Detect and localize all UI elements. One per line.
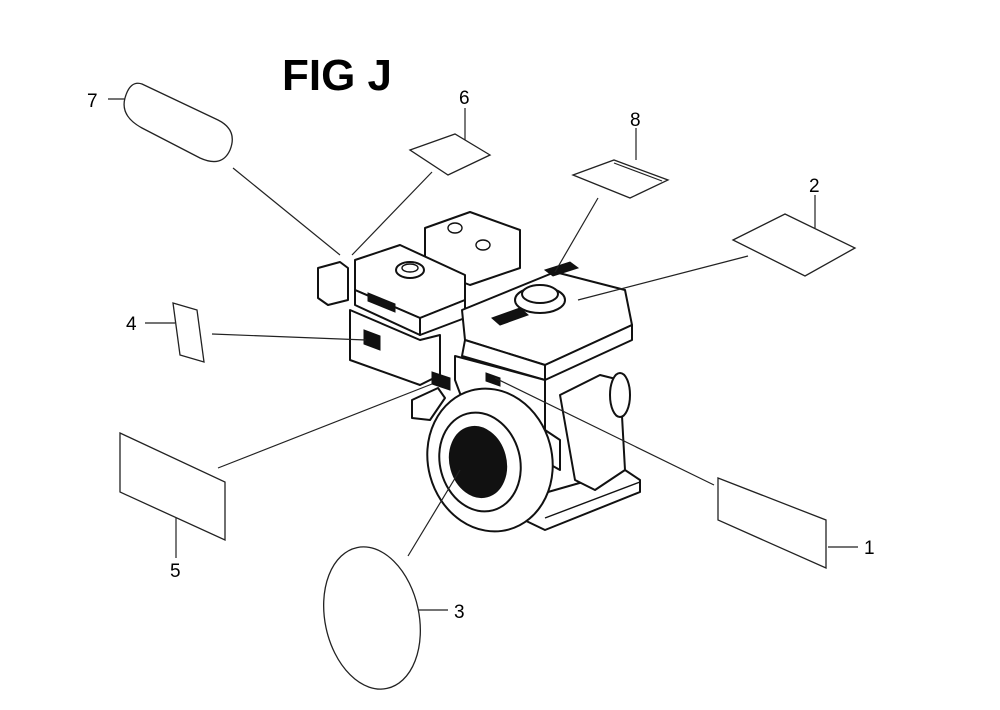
- part-6-decal: [408, 133, 492, 176]
- callout-3: 3: [454, 602, 465, 623]
- leader-lines: [108, 98, 858, 611]
- starter-handle: [411, 387, 446, 421]
- part-5-decal: [119, 431, 226, 542]
- callout-4: 4: [126, 314, 137, 335]
- part-1-decal: [717, 477, 827, 570]
- part-7-decal: [123, 82, 233, 163]
- part-2-decal: [731, 213, 857, 277]
- decal-parts: [119, 82, 857, 690]
- callout-5: 5: [170, 561, 181, 582]
- callout-numbers: 7 6 8 2 4 5 3 1: [87, 88, 875, 623]
- figure-title: FIG J: [282, 51, 392, 100]
- callout-6: 6: [459, 88, 470, 109]
- engine-crankcase: [559, 374, 626, 491]
- part-3-decal: [323, 546, 421, 690]
- callout-8: 8: [630, 110, 641, 131]
- part-8-decal: [571, 159, 670, 199]
- callout-2: 2: [809, 176, 820, 197]
- callout-7: 7: [87, 91, 98, 112]
- engine-illustration: [317, 211, 641, 533]
- callout-1: 1: [864, 538, 875, 559]
- part-4-decal: [172, 302, 205, 363]
